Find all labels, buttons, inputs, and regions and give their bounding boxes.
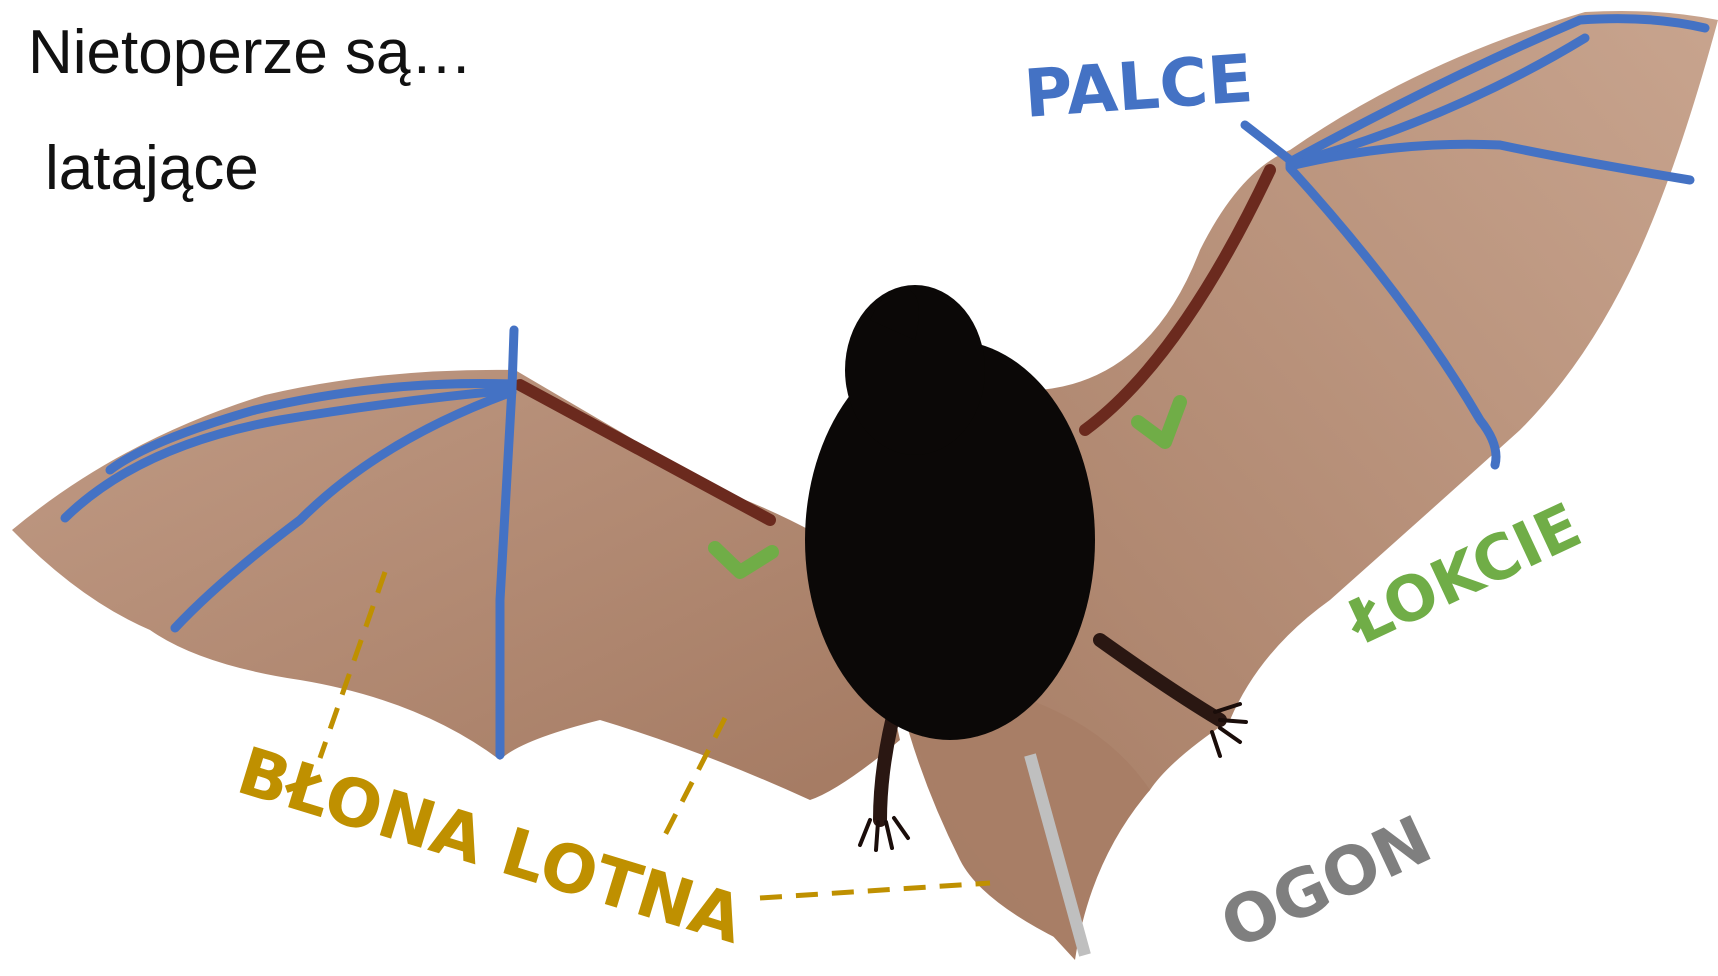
- diagram-subtitle: latające: [45, 138, 259, 200]
- left-wing-membrane: [12, 370, 900, 800]
- fingers-label: PALCE: [1022, 46, 1255, 128]
- diagram-title: Nietoperze są…: [28, 22, 473, 84]
